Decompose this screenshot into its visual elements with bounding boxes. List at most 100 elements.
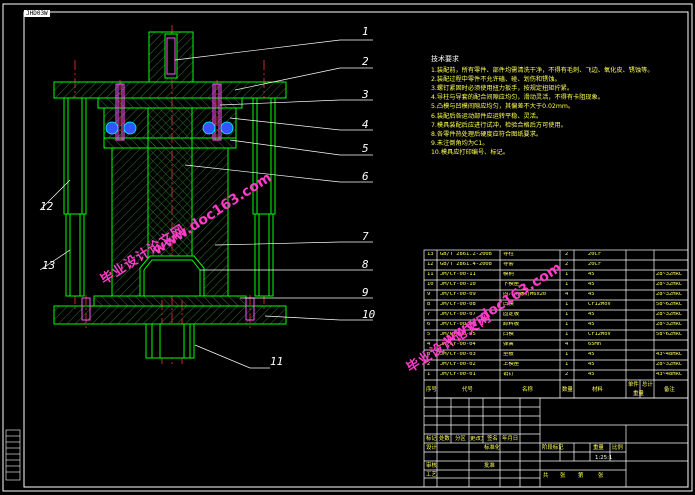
- bom-no: 1: [427, 372, 431, 377]
- tb-stage-label: 比例: [612, 445, 623, 451]
- part-label-7: 7: [362, 230, 369, 243]
- bom-mat: 45: [588, 272, 595, 277]
- bom-code: JM/CY-00-09: [440, 292, 476, 297]
- tb-row-label: 更改文件号: [470, 436, 483, 442]
- guide-pillar-left: [65, 213, 85, 297]
- bom-code: GB/T 2861.2-2008: [440, 252, 492, 257]
- tb-mid-label: 批准: [484, 463, 495, 469]
- bom-qty: 1: [565, 362, 569, 367]
- bom-code: JM/CY-00-07: [440, 312, 476, 317]
- bom-mat: Cr12MoV: [588, 332, 611, 337]
- mold-assembly: [39, 25, 373, 369]
- springs: [105, 121, 234, 135]
- bom-header-name: 名称: [522, 387, 533, 393]
- bom-name: 导柱: [503, 252, 514, 257]
- bom-qty: 4: [565, 292, 569, 297]
- bom-qty: 2: [565, 262, 569, 267]
- bom-code: JM/CY-00-05: [440, 332, 476, 337]
- tb-row-label: 标记: [426, 436, 437, 442]
- part-label-8: 8: [362, 258, 369, 271]
- part-label-1: 1: [362, 25, 369, 38]
- bom-no: 5: [427, 332, 431, 337]
- part-label-6: 6: [362, 170, 369, 183]
- tb-left-label: 审核: [426, 463, 437, 469]
- sheet-tag: JHD03W: [24, 10, 50, 17]
- notes-title: 技术要求: [431, 55, 459, 63]
- part-label-5: 5: [362, 142, 369, 155]
- outer-frame: [2, 3, 693, 492]
- note-line: 6.装配后各运动部件应运转平稳、灵活。: [431, 112, 543, 120]
- bom-header-total: 总计: [642, 382, 653, 388]
- tb-sheet: 张: [598, 473, 604, 479]
- bom-mat: 45: [588, 292, 595, 297]
- bom-code: JM/CY-00-03: [440, 352, 476, 357]
- tb-mid-label: 标准化: [484, 445, 501, 451]
- bom-mat: 45: [588, 312, 595, 317]
- bom-code: GB/T 2861.4-2008: [440, 262, 492, 267]
- bom-mat: 45: [588, 282, 595, 287]
- guide-bush-left: [63, 97, 87, 215]
- part-label-10: 10: [362, 308, 376, 321]
- bom-note: 43~48HRC: [656, 372, 682, 377]
- bom-name: 固定板: [503, 312, 520, 317]
- bom-name: 垫板: [503, 352, 514, 357]
- bom-mat: 45: [588, 352, 595, 357]
- bom-qty: 1: [565, 332, 569, 337]
- lower-die-seat: [53, 305, 287, 325]
- bom-note: 28~32HRC: [656, 292, 682, 297]
- tb-row-label: 年月日: [502, 436, 519, 442]
- note-line: 3.螺钉紧固时必须使用扭力扳手，按规定扭矩拧紧。: [431, 85, 574, 93]
- part-label-13: 13: [42, 259, 56, 272]
- note-line: 1.装配前，所有零件、部件均需清洗干净，不得有毛刺、飞边、氧化皮、锈蚀等。: [431, 67, 654, 75]
- bom-header-note: 备注: [664, 387, 675, 393]
- bom-name: 弹簧: [503, 342, 514, 347]
- bom-code: JM/CY-00-04: [440, 342, 476, 347]
- bom-no: 12: [427, 262, 434, 267]
- note-line: 5.凸模与凹模间隙应均匀，其偏差不大于0.02mm。: [431, 103, 575, 111]
- bom-name: 下模座: [503, 282, 520, 287]
- part-label-3: 3: [362, 88, 369, 101]
- bom-qty: 4: [565, 342, 569, 347]
- guide-pillar-right: [254, 213, 274, 297]
- bom-header-no: 序号: [426, 387, 437, 393]
- bom-mat: Cr12MoV: [588, 302, 611, 307]
- note-line: 4.导柱与导套的配合间隙应均匀，滑动灵活，不得有卡阻现象。: [431, 94, 604, 102]
- bom-no: 3: [427, 352, 431, 357]
- tb-sheet: 共: [543, 473, 549, 479]
- note-line: 9.未注倒角均为C1。: [431, 139, 489, 147]
- tb-left-label: 工艺: [426, 472, 437, 478]
- bom-mat: 20Cr: [588, 262, 601, 267]
- part-label-4: 4: [362, 118, 369, 131]
- bom-qty: 2: [565, 372, 569, 377]
- title-block-grid: [423, 397, 689, 488]
- tb-row-label: 分区: [455, 436, 466, 442]
- bom-qty: 1: [565, 312, 569, 317]
- bom-note: 28~32HRC: [656, 312, 682, 317]
- bom-note: 58~62HRC: [656, 332, 682, 337]
- bom-note: 43~48HRC: [656, 352, 682, 357]
- bom-no: 2: [427, 362, 431, 367]
- technical-notes: 技术要求 1.装配前，所有零件、部件均需清洗干净，不得有毛刺、飞边、氧化皮、锈蚀…: [431, 55, 681, 157]
- bom-name: 内六角螺钉M6x20: [503, 292, 547, 297]
- tb-stage-label: 阶段标记: [542, 445, 564, 451]
- bom-qty: 1: [565, 282, 569, 287]
- bom-no: 7: [427, 312, 431, 317]
- bom-no: 13: [427, 252, 434, 257]
- bom-qty: 1: [565, 322, 569, 327]
- tb-row-label: 签名: [487, 436, 498, 442]
- tb-stage-label: 重量: [593, 445, 604, 451]
- bom-mat: 45: [588, 322, 595, 327]
- inner-frame: [23, 11, 689, 488]
- bom-qty: 1: [565, 352, 569, 357]
- bom-table-grid: [423, 249, 689, 399]
- note-line: 10.模具应打印编号、标记。: [431, 148, 509, 156]
- bom-code: JM/CY-00-06: [440, 322, 476, 327]
- bom-mat: 45: [588, 372, 595, 377]
- part-label-11: 11: [270, 355, 284, 368]
- bom-code: JM/CY-00-10: [440, 282, 476, 287]
- bom-mat: 65Mn: [588, 342, 601, 347]
- bom-name: 导套: [503, 262, 514, 267]
- tb-left-label: 设计: [426, 445, 437, 451]
- upper-die-seat: [53, 81, 287, 99]
